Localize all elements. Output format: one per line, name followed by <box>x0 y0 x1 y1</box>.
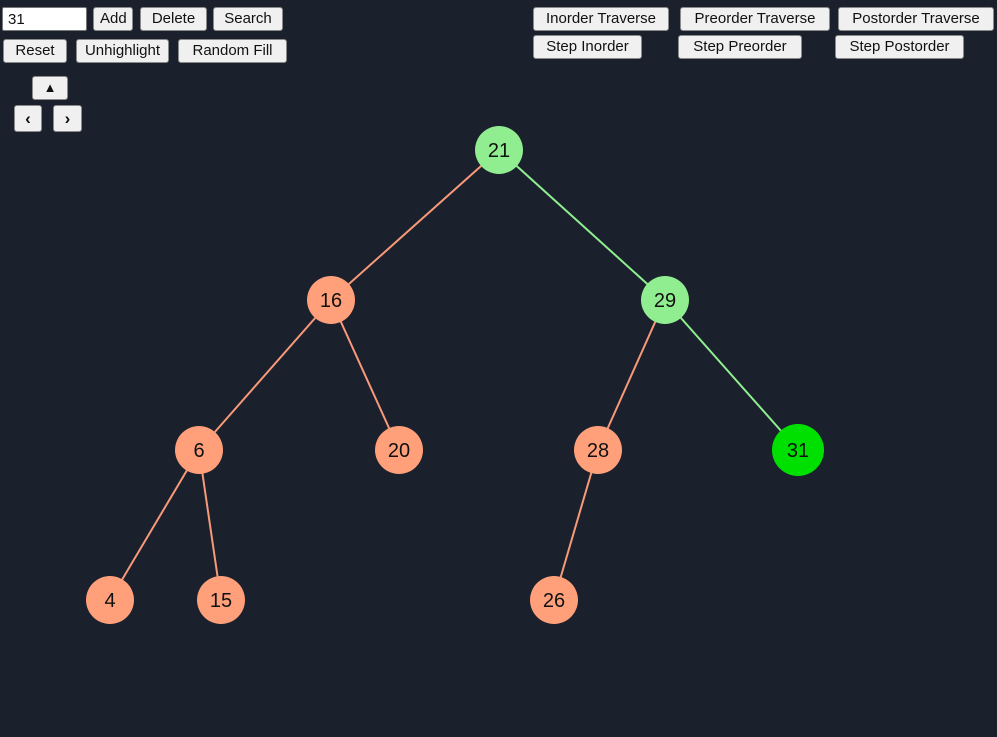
up-arrow-icon: ▲ <box>43 80 57 95</box>
tree-node-circle <box>197 576 245 624</box>
tree-node: 15 <box>197 576 245 624</box>
tree-node-circle <box>375 426 423 474</box>
tree-node: 4 <box>86 576 134 624</box>
tree-node: 29 <box>641 276 689 324</box>
tree-node: 31 <box>772 424 824 476</box>
tree-edge <box>330 299 400 451</box>
tree-edge <box>109 449 200 601</box>
tree-node-circle <box>475 126 523 174</box>
tree-node-circle <box>86 576 134 624</box>
step-preorder-button[interactable]: Step Preorder <box>678 35 802 59</box>
unhighlight-button[interactable]: Unhighlight <box>76 39 169 63</box>
tree-node: 28 <box>574 426 622 474</box>
tree-node: 20 <box>375 426 423 474</box>
reset-button[interactable]: Reset <box>3 39 67 63</box>
step-inorder-button[interactable]: Step Inorder <box>533 35 642 59</box>
tree-node-circle <box>574 426 622 474</box>
tree-edge <box>553 449 599 601</box>
tree-node-circle <box>530 576 578 624</box>
tree-edge <box>330 149 500 301</box>
tree-node-circle <box>641 276 689 324</box>
tree-node: 16 <box>307 276 355 324</box>
right-chevron-icon: › <box>64 109 71 128</box>
tree-node: 26 <box>530 576 578 624</box>
tree-node: 21 <box>475 126 523 174</box>
left-chevron-icon: ‹ <box>25 109 31 128</box>
search-button[interactable]: Search <box>213 7 283 31</box>
tree-node-circle <box>307 276 355 324</box>
inorder-traverse-button[interactable]: Inorder Traverse <box>533 7 669 31</box>
pan-right-button[interactable]: › <box>53 105 82 132</box>
postorder-traverse-button[interactable]: Postorder Traverse <box>838 7 994 31</box>
tree-node-circle <box>175 426 223 474</box>
step-postorder-button[interactable]: Step Postorder <box>835 35 964 59</box>
random-fill-button[interactable]: Random Fill <box>178 39 287 63</box>
tree-edge <box>498 149 666 301</box>
tree-node-circle <box>772 424 824 476</box>
add-button[interactable]: Add <box>93 7 133 31</box>
tree-edge <box>198 449 222 601</box>
value-input[interactable] <box>2 7 87 31</box>
pan-left-button[interactable]: ‹ <box>14 105 42 132</box>
preorder-traverse-button[interactable]: Preorder Traverse <box>680 7 830 31</box>
pan-up-button[interactable]: ▲ <box>32 76 68 100</box>
tree-edge <box>597 299 666 451</box>
delete-button[interactable]: Delete <box>140 7 207 31</box>
tree-node: 6 <box>175 426 223 474</box>
tree-edge <box>664 299 799 451</box>
tree-edge <box>198 299 332 451</box>
